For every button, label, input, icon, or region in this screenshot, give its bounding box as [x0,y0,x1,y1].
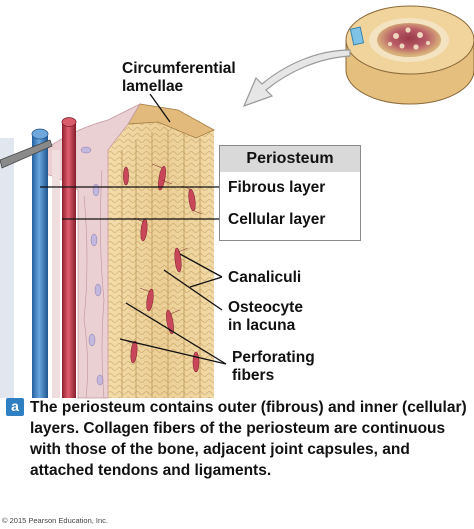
label-osteocyte: Osteocyte [228,299,303,316]
label-canaliculi: Canaliculi [228,269,302,286]
figure-tag: a [6,398,24,416]
copyright-text: © 2015 Pearson Education, Inc. [2,516,109,525]
blood-vessels [0,117,77,398]
figure-caption: The periosteum contains outer (fibrous) … [30,399,467,479]
periosteum-box-title: Periosteum [220,146,360,172]
leader-lines [40,93,227,365]
zoom-arrow [242,49,351,108]
bone-lamellae [108,103,215,398]
label-fibers: fibers [232,367,275,384]
label-circumferential: Circumferential [122,60,236,77]
label-in-lacuna: in lacuna [228,317,296,334]
label-cellular-layer: Cellular layer [228,211,326,228]
label-lamellae: lamellae [122,78,184,95]
bone-cross-section [345,5,474,105]
label-fibrous-layer: Fibrous layer [228,179,326,196]
periosteum-box: Periosteum [219,145,361,241]
forceps-tool [0,139,53,169]
label-perforating: Perforating [232,349,315,366]
